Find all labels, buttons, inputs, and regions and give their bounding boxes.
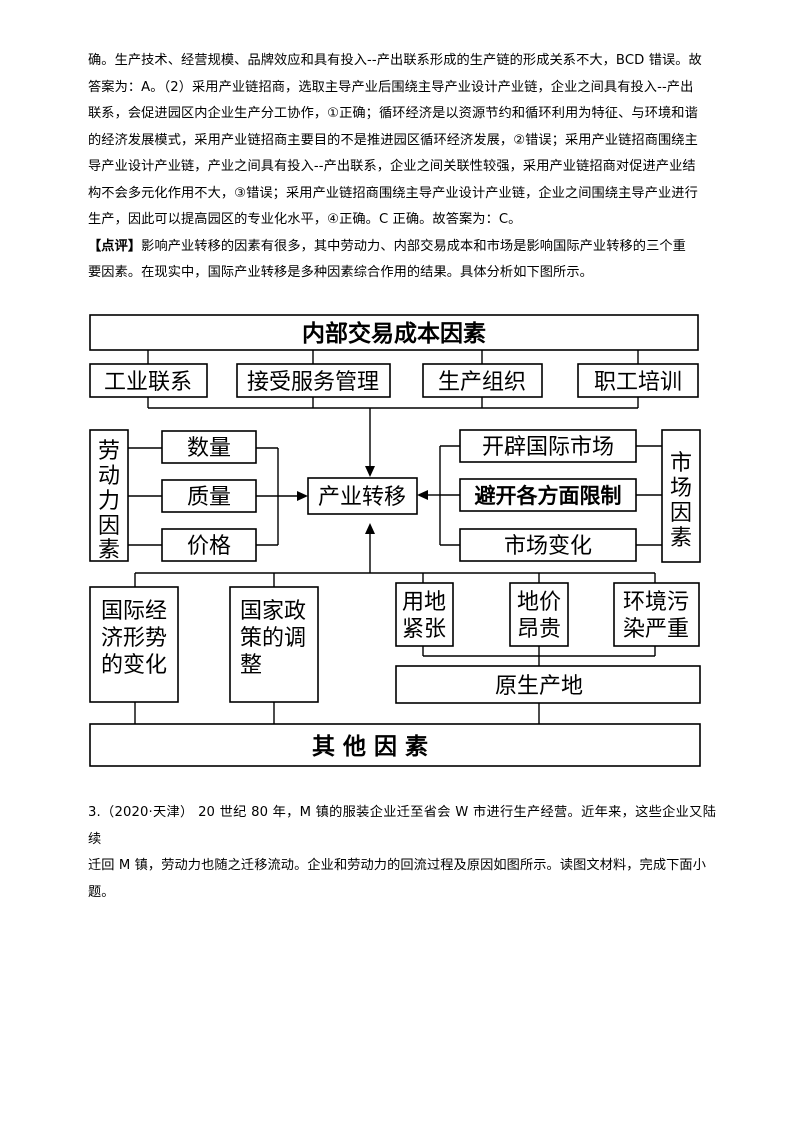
origin-box	[395, 665, 701, 704]
labor-item-label: 质量	[187, 485, 231, 510]
internal-cost-label: 内部交易成本因素	[302, 320, 486, 347]
labor-factor-char: 劳	[98, 439, 120, 464]
text-line: 的经济发展模式，采用产业链招商主要目的不是推进园区循环经济发展，②错误；采用产业…	[88, 132, 698, 148]
labor-item-label: 数量	[187, 436, 231, 461]
text-line: 要因素。在现实中，国际产业转移是多种因素综合作用的结果。具体分析如下图所示。	[88, 265, 593, 280]
internal-item-label: 工业联系	[104, 370, 192, 395]
comment-tag: 【点评】	[88, 238, 142, 254]
internal-item-label: 生产组织	[438, 370, 526, 395]
intl-economy-line: 济形势	[101, 626, 167, 651]
market-item-label: 开辟国际市场	[482, 435, 614, 460]
national-policy-line: 策的调	[240, 626, 306, 651]
market-item-box	[459, 528, 637, 562]
other-factors-label: 其 他 因 素	[312, 733, 428, 760]
market-factor-char: 场	[670, 476, 692, 501]
industry-transfer-label: 产业转移	[318, 485, 406, 510]
internal-item-box	[422, 363, 543, 398]
land-shortage-line: 紧张	[402, 617, 446, 642]
question-3: 3.（2020·天津） 20 世纪 80 年，M 镇的服装企业迁至省会 W 市进…	[88, 800, 716, 906]
pollution-line: 环境污	[623, 590, 689, 615]
text-line: 3.（2020·天津） 20 世纪 80 年，M 镇的服装企业迁至省会 W 市进…	[88, 805, 716, 847]
land-price-box	[509, 582, 569, 647]
intl-economy-line: 的变化	[101, 653, 167, 678]
land-price-line: 昂贵	[517, 617, 561, 642]
labor-item-box	[161, 528, 257, 562]
other-factors-box	[89, 723, 701, 767]
origin-label: 原生产地	[495, 674, 583, 699]
text-line: 题。	[88, 884, 115, 900]
answer-paragraph: 确。生产技术、经营规模、品牌效应和具有投入--产出联系形成的生产链的形成关系不大…	[88, 48, 716, 287]
comment-text: 影响产业转移的因素有很多，其中劳动力、内部交易成本和市场是影响国际产业转移的三个…	[141, 238, 686, 254]
land-price-line: 地价	[517, 590, 561, 615]
internal-item-box	[89, 363, 208, 398]
market-item-box	[459, 478, 637, 512]
industry-transfer-box	[307, 477, 418, 515]
internal-cost-box	[89, 314, 699, 351]
comment-line: 【点评】影响产业转移的因素有很多，其中劳动力、内部交易成本和市场是影响国际产业转…	[88, 234, 716, 261]
national-policy-line: 国家政	[240, 599, 306, 624]
labor-factor-char: 因	[98, 514, 120, 539]
labor-item-label: 价格	[187, 534, 231, 559]
labor-item-box	[161, 430, 257, 464]
internal-item-label: 职工培训	[594, 370, 682, 395]
pollution-line: 染严重	[623, 617, 689, 642]
internal-item-box	[236, 363, 391, 398]
national-policy-box	[229, 586, 319, 703]
labor-factor-char: 素	[98, 538, 120, 563]
market-item-label: 避开各方面限制	[475, 483, 622, 508]
market-item-box	[459, 429, 637, 463]
text-line: 联系，会促进园区内企业生产分工协作，①正确；循环经济是以资源节约和循环利用为特征…	[88, 106, 698, 121]
text-line: 生产，因此可以提高园区的专业化水平，④正确。C 正确。故答案为：C。	[88, 212, 522, 227]
land-shortage-line: 用地	[402, 590, 446, 615]
pollution-box	[613, 582, 700, 647]
text-line: 确。生产技术、经营规模、品牌效应和具有投入--产出联系形成的生产链的形成关系不大…	[88, 53, 702, 68]
internal-item-label: 接受服务管理	[247, 370, 379, 395]
intl-economy-box	[89, 586, 179, 703]
labor-item-box	[161, 479, 257, 513]
labor-factor-box	[89, 429, 129, 562]
text-line: 导产业设计产业链，产业之间具有投入--产出联系，企业之间关联性较强，采用产业链招…	[88, 159, 696, 174]
market-item-label: 市场变化	[504, 534, 592, 559]
intl-economy-line: 国际经	[101, 599, 167, 624]
market-factor-char: 素	[670, 526, 692, 551]
connector-lines	[128, 350, 662, 724]
market-factor-char: 市	[670, 451, 692, 476]
text-line: 构不会多元化作用不大，③错误；采用产业链招商围绕主导产业设计产业链，企业之间围绕…	[88, 185, 698, 201]
labor-factor-char: 力	[98, 489, 120, 514]
text-line: 答案为：A。（2）采用产业链招商，选取主导产业后围绕主导产业设计产业链，企业之间…	[88, 79, 694, 95]
market-factor-char: 因	[670, 501, 692, 526]
text-line: 迁回 M 镇，劳动力也随之迁移流动。企业和劳动力的回流过程及原因如图所示。读图文…	[88, 858, 706, 873]
land-shortage-box	[395, 582, 454, 647]
internal-item-box	[577, 363, 699, 398]
market-factor-box	[661, 429, 701, 563]
national-policy-line: 整	[240, 653, 262, 678]
labor-factor-char: 动	[98, 464, 120, 489]
